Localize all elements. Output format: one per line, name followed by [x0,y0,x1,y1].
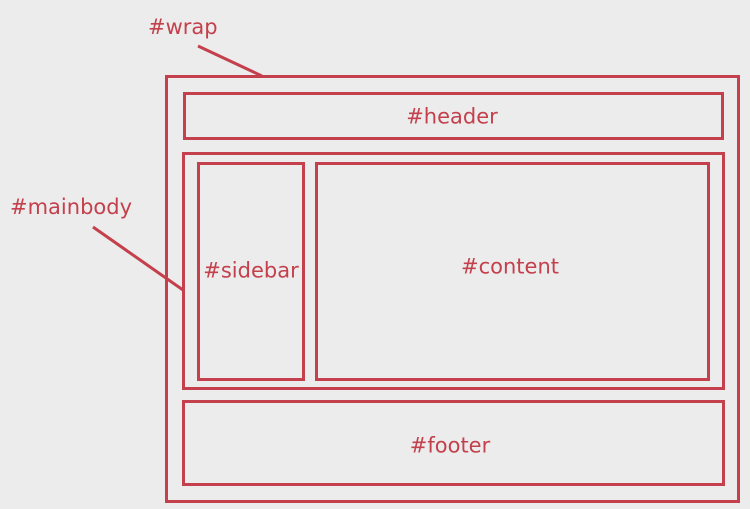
footer-box [182,400,725,486]
wrap-label: #wrap [148,15,218,39]
sidebar-box [197,162,305,381]
content-label: #content [461,254,559,279]
wrap-leader-line [197,44,263,78]
header-box [183,92,724,140]
content-box [315,162,710,381]
header-label: #header [406,104,498,129]
sidebar-label: #sidebar [203,258,299,283]
footer-label: #footer [409,433,491,458]
mainbody-label: #mainbody [10,195,133,219]
